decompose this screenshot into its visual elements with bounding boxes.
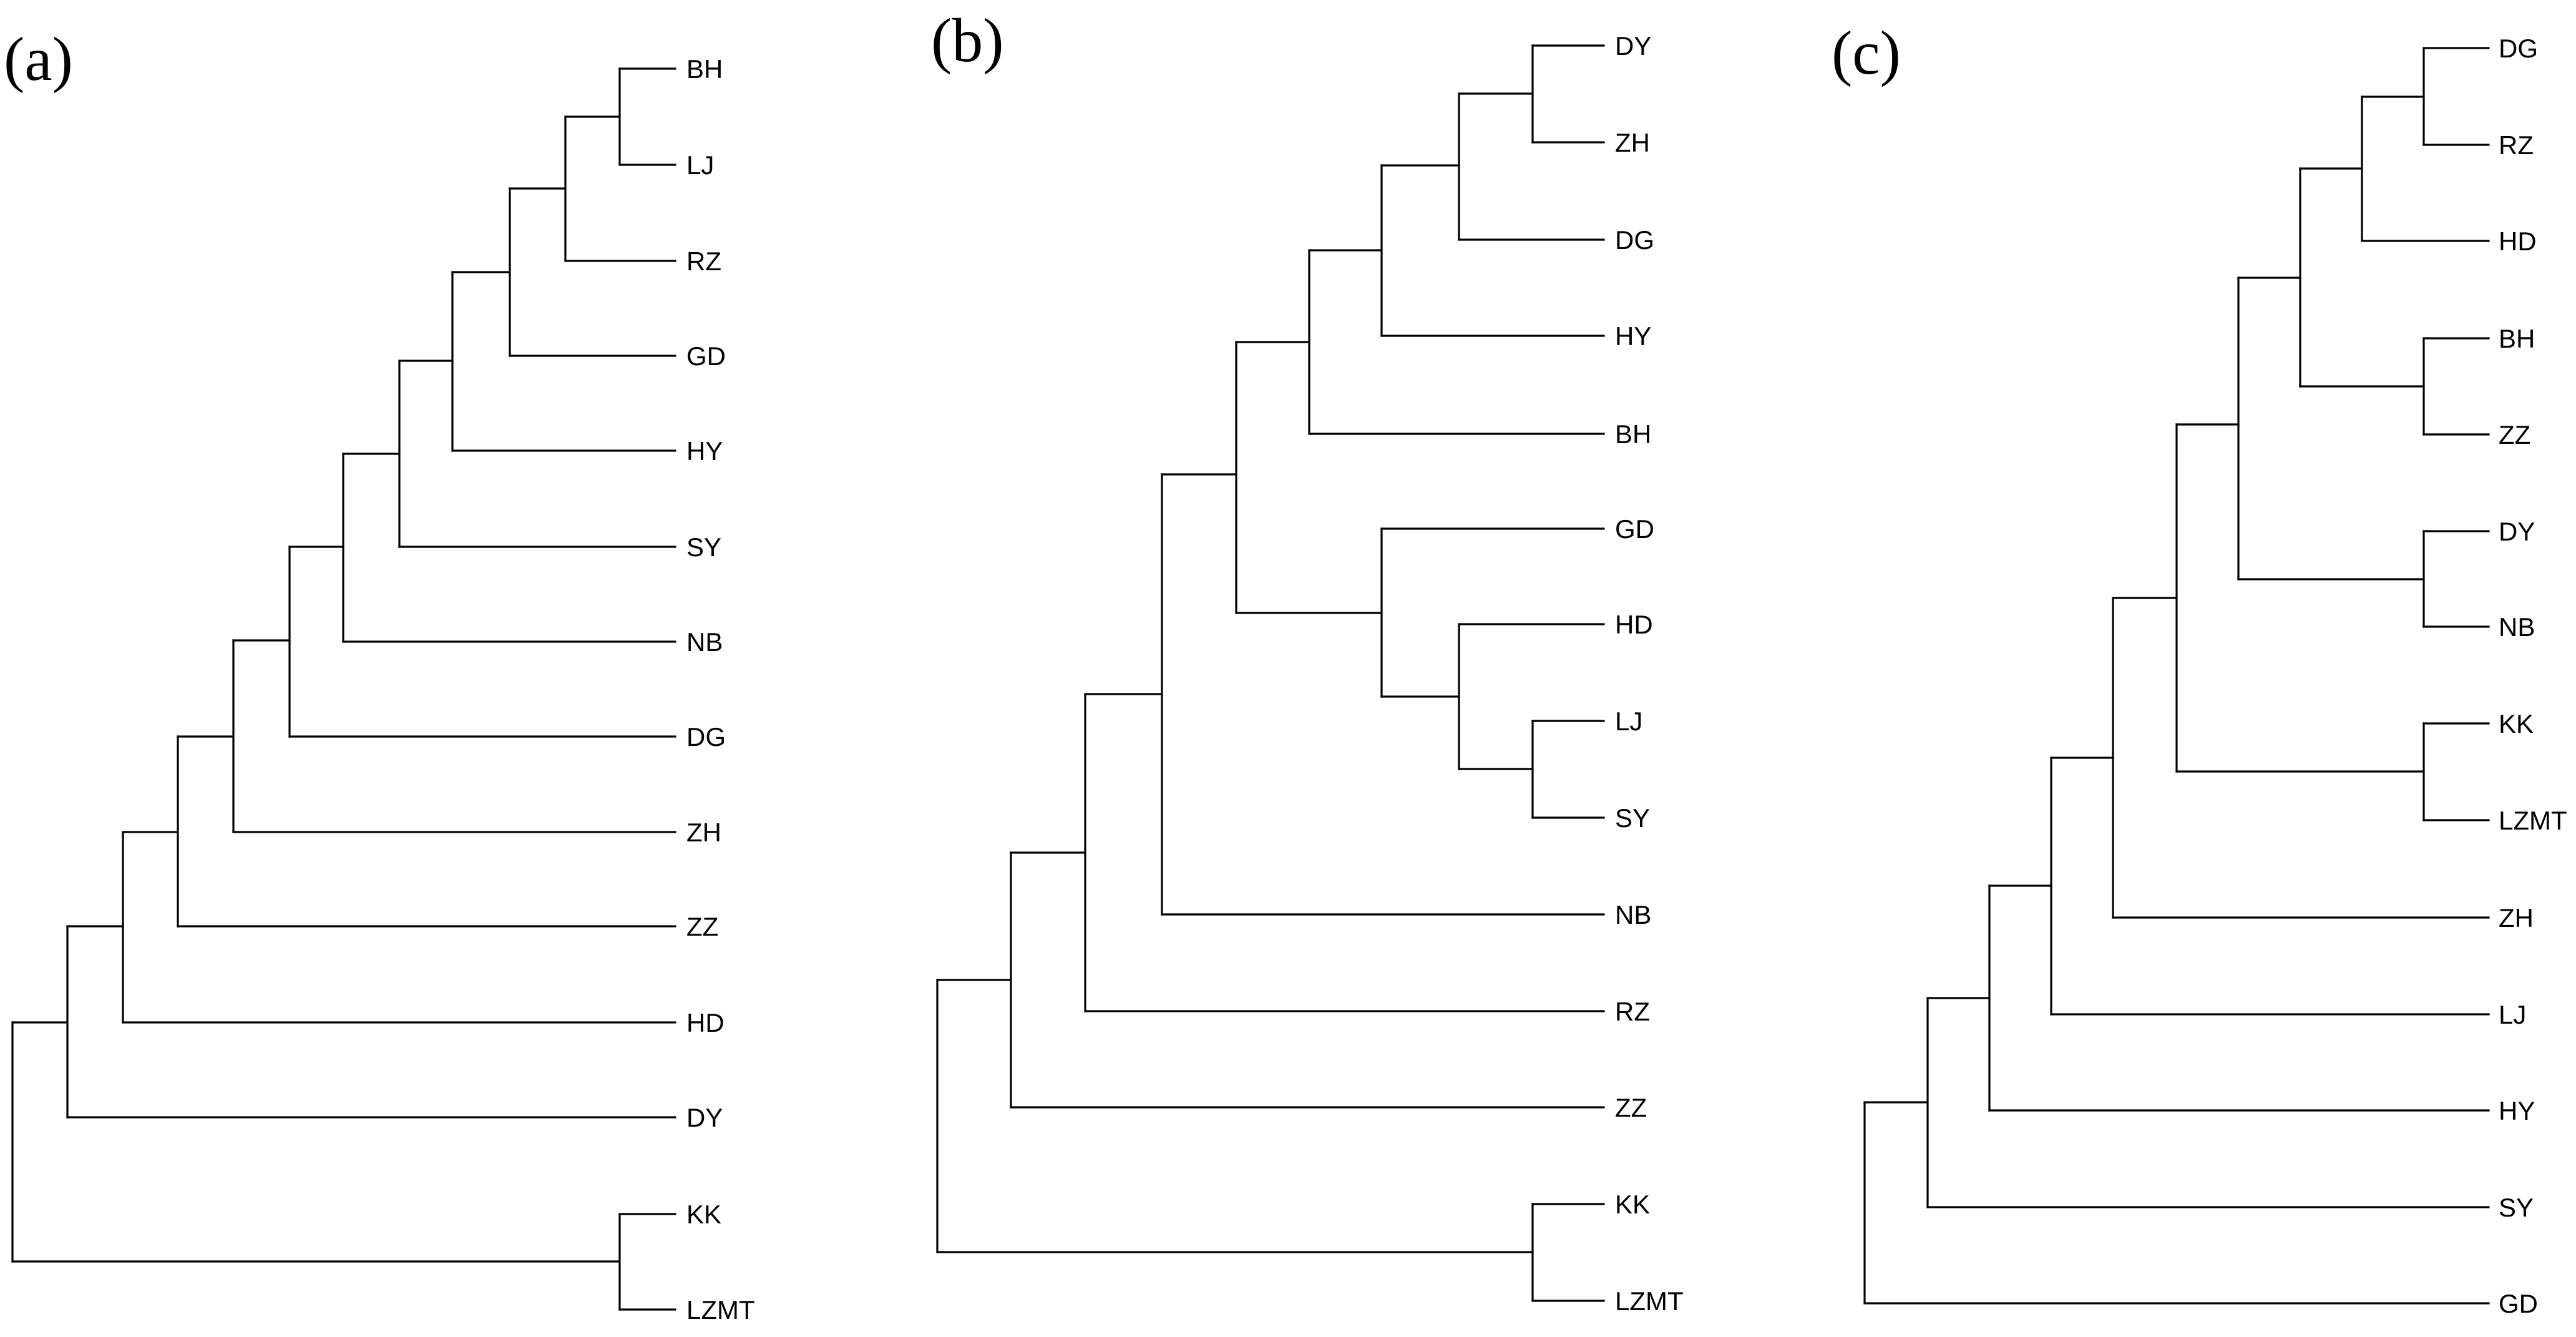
leaf-label: DG [686,722,726,752]
leaf-label: RZ [2499,130,2534,160]
leaf-label: KK [2499,709,2534,738]
leaf-label: BH [686,54,723,84]
leaf-label: LJ [686,150,714,180]
leaf-label: SY [1615,803,1650,833]
leaf-label: GD [2499,1289,2538,1318]
leaf-label: DG [2499,34,2538,63]
leaf-label: ZZ [2499,420,2530,449]
panel-c: (c) [1832,18,2567,1318]
leaf-label: HD [686,1008,724,1037]
panel-label-b: (b) [931,6,1004,75]
leaf-label: NB [1615,900,1651,929]
leaf-label: LZMT [1615,1286,1684,1316]
leaf-label: BH [2499,324,2535,353]
leaf-label: HD [2499,227,2537,256]
leaf-label: ZZ [686,912,718,941]
leaf-label: HY [686,436,723,466]
tree-edges-a [11,67,676,1311]
leaf-label: ZZ [1615,1093,1647,1122]
leaf-label: ZH [686,818,721,847]
leaf-label: BH [1615,419,1651,449]
panel-label-c: (c) [1832,18,1901,87]
leaf-label: LJ [1615,707,1642,736]
leaf-label: SY [2499,1193,2534,1222]
panel-a: (a) [4,24,755,1325]
leaf-label: HY [2499,1096,2535,1125]
leaf-label: DY [1615,31,1651,61]
tree-edges-b [936,44,1605,1302]
tree-edges-c [1863,47,2490,1305]
leaf-label: LJ [2499,1000,2526,1029]
leaf-labels-c: DG RZ HD BH ZZ DY NB KK LZMT ZH LJ HY SY… [2499,34,2567,1318]
leaf-label: HY [1615,321,1651,351]
leaf-label: ZH [2499,903,2534,933]
panel-b: (b) [931,6,1684,1316]
leaf-label: HD [1615,610,1653,639]
leaf-label: RZ [686,247,721,276]
leaf-label: SY [686,532,721,562]
leaf-label: ZH [1615,128,1650,157]
leaf-label: LZMT [2499,806,2567,835]
leaf-labels-b: DY ZH DG HY BH GD HD LJ SY NB RZ ZZ KK L… [1615,31,1684,1316]
leaf-label: DG [1615,225,1654,255]
leaf-label: DY [686,1103,723,1132]
leaf-label: NB [686,627,723,657]
leaf-label: KK [686,1200,721,1229]
leaf-label: DY [2499,517,2535,546]
panel-label-a: (a) [4,24,73,94]
leaf-label: LZMT [686,1295,755,1325]
leaf-label: NB [2499,612,2535,642]
leaf-label: RZ [1615,997,1650,1026]
leaf-label: GD [1615,514,1654,544]
leaf-labels-a: BH LJ RZ GD HY SY NB DG ZH ZZ HD DY KK L… [686,54,755,1325]
leaf-label: KK [1615,1190,1650,1219]
leaf-label: GD [686,341,726,371]
